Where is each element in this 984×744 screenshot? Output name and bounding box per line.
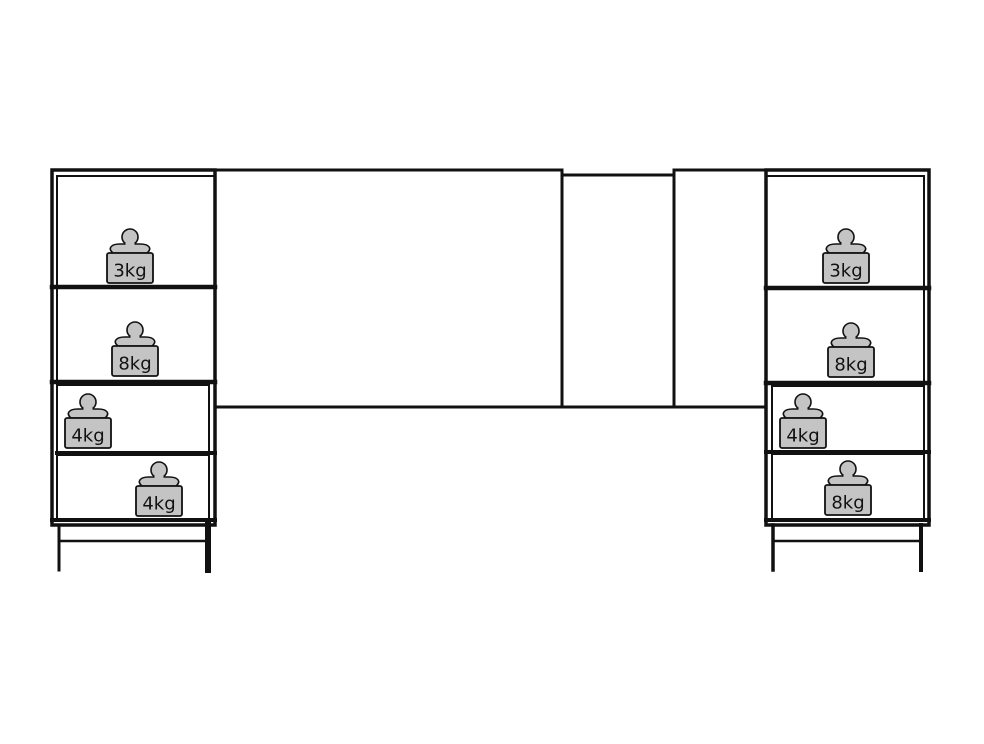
right-weight-1: 3kg <box>822 228 870 284</box>
right-weight-3: 4kg <box>779 393 827 449</box>
right-weight-4-label: 8kg <box>831 493 864 514</box>
right-cabinet-outer-frame <box>764 168 931 527</box>
left-weight-4-label: 4kg <box>142 494 175 515</box>
headboard-panel-main <box>213 168 564 409</box>
right-nightstand <box>763 168 932 572</box>
headboard-panel-right <box>672 168 768 409</box>
left-weight-3-label: 4kg <box>71 426 104 447</box>
left-weight-4: 4kg <box>135 461 183 517</box>
right-weight-2: 8kg <box>827 322 875 378</box>
headboard-panel-center <box>560 173 676 409</box>
headboard <box>213 168 768 409</box>
left-weight-2: 8kg <box>111 321 159 377</box>
left-weight-1-label: 3kg <box>113 261 146 282</box>
left-nightstand <box>49 168 218 573</box>
right-weight-2-label: 8kg <box>834 355 867 376</box>
right-weight-3-label: 4kg <box>786 426 819 447</box>
left-drawer-bottom <box>56 454 210 520</box>
left-weight-3: 4kg <box>64 393 112 449</box>
right-weight-4: 8kg <box>824 460 872 516</box>
left-weight-1: 3kg <box>106 228 154 284</box>
right-weight-1-label: 3kg <box>829 261 862 282</box>
left-weight-2-label: 8kg <box>118 354 151 375</box>
